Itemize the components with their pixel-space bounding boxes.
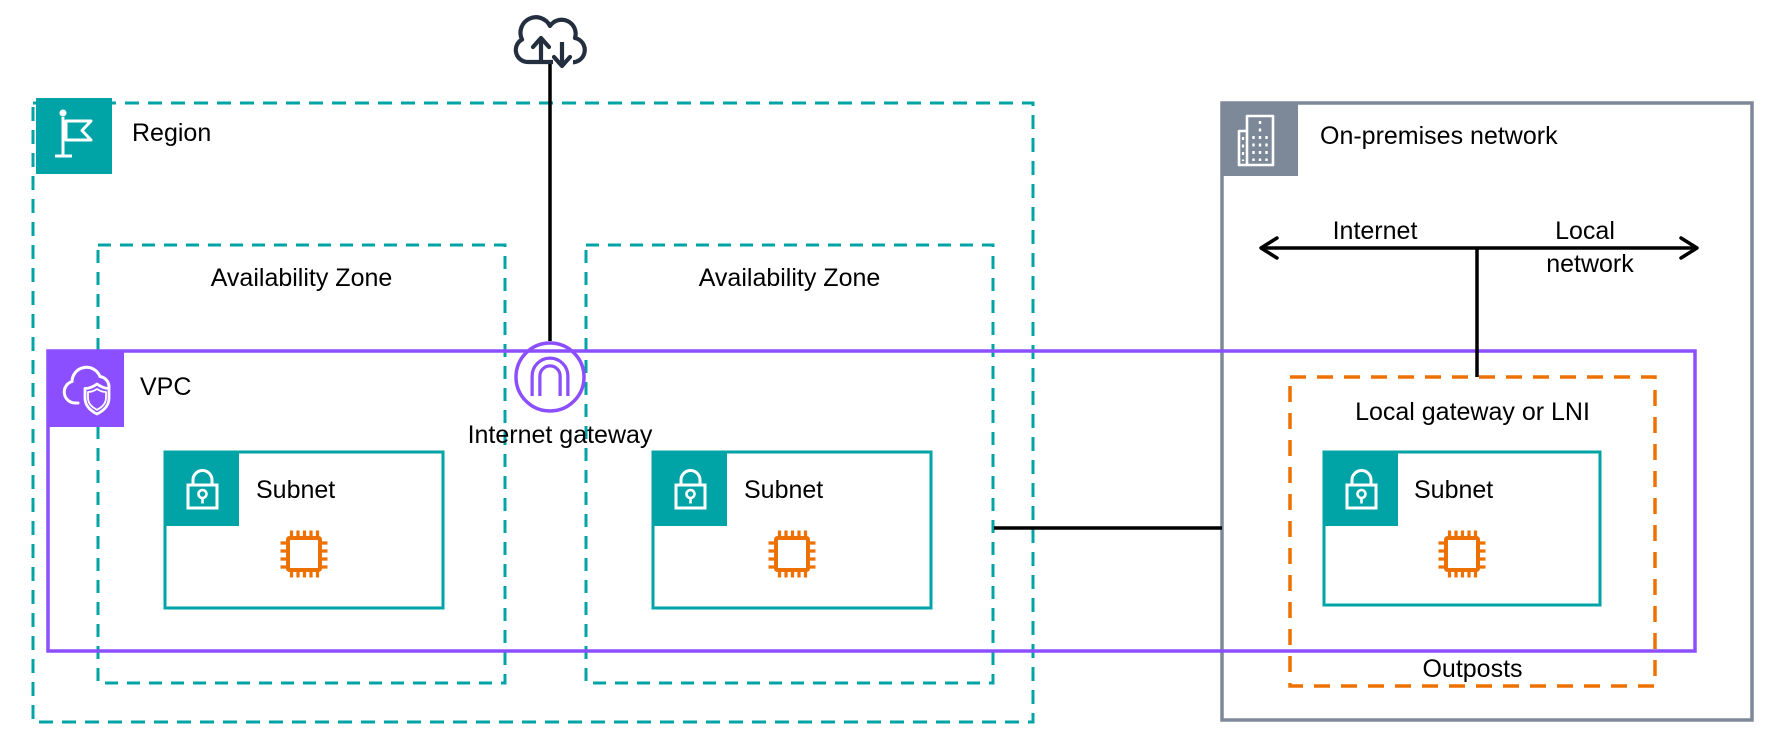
local-network-label-line1: Local [1555, 217, 1615, 245]
lock-icon [1345, 469, 1378, 510]
subnet-2-border [651, 450, 933, 610]
vpc-label: VPC [140, 373, 192, 401]
internet-gateway-glyph-inner [533, 359, 567, 396]
subnet-3-border [1322, 450, 1602, 607]
subnet-2-label: Subnet [744, 476, 824, 504]
vpc-badge [48, 351, 124, 427]
outposts-label: Outposts [1422, 655, 1523, 683]
subnet-1-border [163, 450, 445, 610]
availability-zone-1-label: Availability Zone [210, 264, 393, 292]
subnet-1-label: Subnet [256, 476, 336, 504]
on-premises-border [1220, 101, 1754, 722]
flag-icon [55, 109, 93, 158]
region-label: Region [132, 119, 212, 147]
local-network-label-line2: network [1546, 250, 1634, 278]
chip-icon [280, 530, 328, 578]
internet-cloud-icon [513, 15, 587, 69]
internet-gateway-icon [514, 341, 586, 413]
internet-arrow-label: Internet [1332, 217, 1418, 245]
region-border [31, 101, 1035, 724]
on-premises-label: On-premises network [1320, 122, 1558, 150]
arrowhead-right-icon [1679, 236, 1699, 260]
subnet-3-badge [1324, 452, 1398, 526]
lock-icon [674, 469, 707, 510]
on-premises-badge [1222, 103, 1298, 176]
local-gateway-label: Local gateway or LNI [1355, 398, 1590, 426]
lock-icon [186, 469, 219, 510]
availability-zone-2-label: Availability Zone [698, 264, 881, 292]
region-badge [36, 98, 112, 174]
availability-zone-2-border [584, 243, 995, 685]
subnet-1-badge [165, 452, 239, 526]
internet-gateway-label: Internet gateway [467, 421, 653, 449]
arrowhead-left-icon [1259, 236, 1279, 260]
chip-icon [768, 530, 816, 578]
vpc-cloud-shield-icon [62, 365, 111, 416]
subnet-2-badge [653, 452, 727, 526]
chip-icon [1438, 530, 1486, 578]
vpc-border [46, 349, 1697, 653]
availability-zone-1-border [96, 243, 507, 685]
outposts-border [1288, 375, 1657, 688]
subnet-3-label: Subnet [1414, 476, 1494, 504]
building-icon [1237, 114, 1275, 167]
